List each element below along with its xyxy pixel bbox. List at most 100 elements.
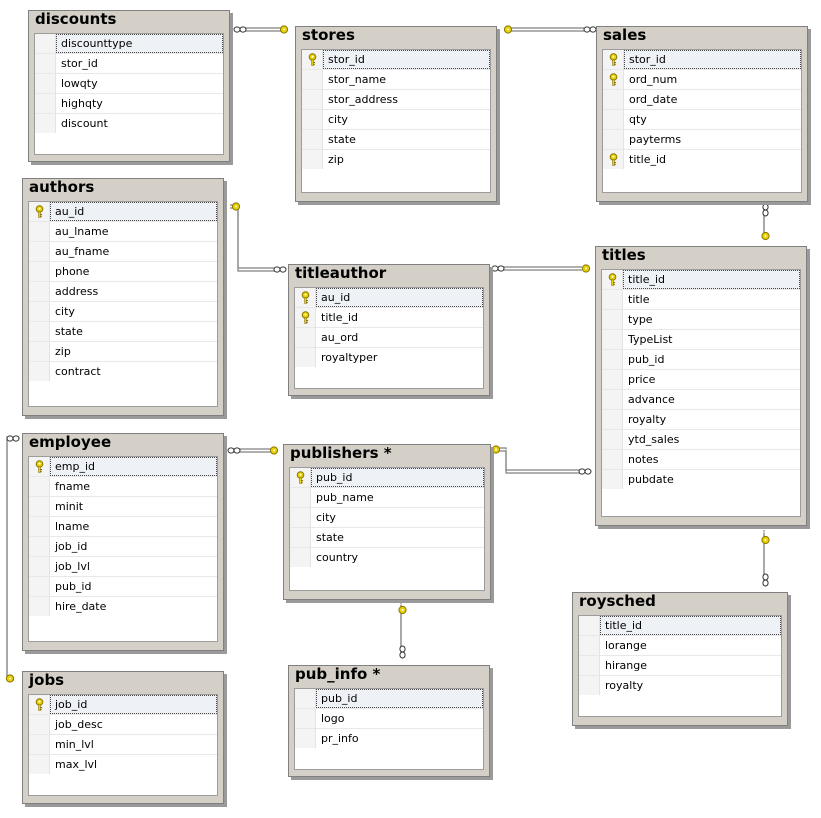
row-selector[interactable]: [302, 70, 323, 89]
row-selector[interactable]: [290, 468, 311, 487]
row-selector[interactable]: [35, 54, 56, 73]
row-selector[interactable]: [29, 322, 50, 341]
column-row[interactable]: hire_date: [29, 597, 217, 617]
column-row[interactable]: lname: [29, 517, 217, 537]
column-row[interactable]: au_lname: [29, 222, 217, 242]
column-row[interactable]: discount: [35, 114, 223, 134]
row-selector[interactable]: [290, 528, 311, 547]
column-row[interactable]: city: [302, 110, 490, 130]
column-row[interactable]: au_id: [295, 288, 483, 308]
row-selector[interactable]: [29, 362, 50, 381]
column-row[interactable]: city: [29, 302, 217, 322]
row-selector[interactable]: [602, 290, 623, 309]
row-selector[interactable]: [602, 410, 623, 429]
row-selector[interactable]: [29, 202, 50, 221]
column-row[interactable]: au_id: [29, 202, 217, 222]
row-selector[interactable]: [603, 150, 624, 169]
row-selector[interactable]: [29, 262, 50, 281]
row-selector[interactable]: [290, 508, 311, 527]
column-row[interactable]: payterms: [603, 130, 801, 150]
row-selector[interactable]: [603, 110, 624, 129]
row-selector[interactable]: [603, 70, 624, 89]
column-row[interactable]: notes: [602, 450, 800, 470]
column-row[interactable]: pub_id: [602, 350, 800, 370]
row-selector[interactable]: [35, 74, 56, 93]
column-row[interactable]: title_id: [579, 616, 781, 636]
column-row[interactable]: au_fname: [29, 242, 217, 262]
row-selector[interactable]: [579, 656, 600, 675]
row-selector[interactable]: [302, 50, 323, 69]
column-row[interactable]: state: [302, 130, 490, 150]
row-selector[interactable]: [29, 457, 50, 476]
column-row[interactable]: job_id: [29, 695, 217, 715]
column-row[interactable]: royaltyper: [295, 348, 483, 368]
column-row[interactable]: stor_id: [35, 54, 223, 74]
column-row[interactable]: advance: [602, 390, 800, 410]
column-row[interactable]: ord_date: [603, 90, 801, 110]
row-selector[interactable]: [302, 90, 323, 109]
column-row[interactable]: minit: [29, 497, 217, 517]
column-row[interactable]: ytd_sales: [602, 430, 800, 450]
column-row[interactable]: royalty: [602, 410, 800, 430]
column-row[interactable]: hirange: [579, 656, 781, 676]
row-selector[interactable]: [29, 557, 50, 576]
row-selector[interactable]: [603, 130, 624, 149]
row-selector[interactable]: [602, 270, 623, 289]
column-row[interactable]: job_desc: [29, 715, 217, 735]
column-row[interactable]: stor_id: [603, 50, 801, 70]
column-row[interactable]: pub_id: [29, 577, 217, 597]
column-row[interactable]: royalty: [579, 676, 781, 696]
row-selector[interactable]: [29, 537, 50, 556]
column-row[interactable]: discounttype: [35, 34, 223, 54]
row-selector[interactable]: [295, 709, 316, 728]
row-selector[interactable]: [35, 114, 56, 133]
row-selector[interactable]: [302, 150, 323, 169]
row-selector[interactable]: [602, 390, 623, 409]
column-row[interactable]: TypeList: [602, 330, 800, 350]
column-row[interactable]: title_id: [295, 308, 483, 328]
row-selector[interactable]: [29, 517, 50, 536]
column-row[interactable]: qty: [603, 110, 801, 130]
row-selector[interactable]: [295, 729, 316, 748]
row-selector[interactable]: [602, 370, 623, 389]
column-row[interactable]: job_id: [29, 537, 217, 557]
row-selector[interactable]: [603, 90, 624, 109]
row-selector[interactable]: [29, 497, 50, 516]
column-row[interactable]: type: [602, 310, 800, 330]
row-selector[interactable]: [602, 470, 623, 489]
column-row[interactable]: pub_id: [295, 689, 483, 709]
column-row[interactable]: highqty: [35, 94, 223, 114]
row-selector[interactable]: [29, 597, 50, 616]
row-selector[interactable]: [29, 302, 50, 321]
column-row[interactable]: pr_info: [295, 729, 483, 749]
row-selector[interactable]: [602, 310, 623, 329]
row-selector[interactable]: [579, 636, 600, 655]
column-row[interactable]: emp_id: [29, 457, 217, 477]
row-selector[interactable]: [295, 328, 316, 347]
column-row[interactable]: ord_num: [603, 70, 801, 90]
row-selector[interactable]: [302, 130, 323, 149]
column-row[interactable]: state: [290, 528, 484, 548]
row-selector[interactable]: [302, 110, 323, 129]
column-row[interactable]: zip: [302, 150, 490, 170]
row-selector[interactable]: [602, 450, 623, 469]
column-row[interactable]: phone: [29, 262, 217, 282]
row-selector[interactable]: [29, 577, 50, 596]
column-row[interactable]: au_ord: [295, 328, 483, 348]
column-row[interactable]: address: [29, 282, 217, 302]
row-selector[interactable]: [29, 735, 50, 754]
column-row[interactable]: title_id: [603, 150, 801, 170]
column-row[interactable]: city: [290, 508, 484, 528]
column-row[interactable]: lorange: [579, 636, 781, 656]
row-selector[interactable]: [295, 689, 316, 708]
column-row[interactable]: state: [29, 322, 217, 342]
column-row[interactable]: job_lvl: [29, 557, 217, 577]
